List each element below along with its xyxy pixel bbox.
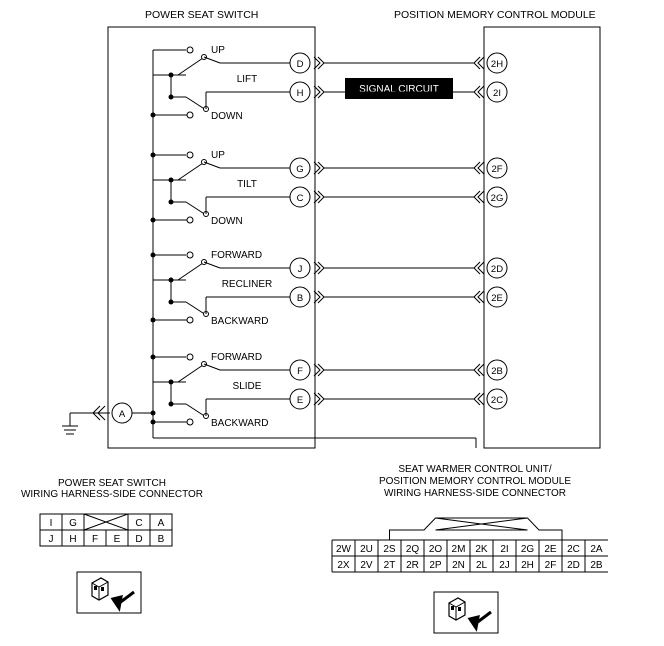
- module-conn-cell: 2I: [500, 544, 508, 555]
- module-conn-cell: 2K: [475, 544, 488, 555]
- module-conn-cell: 2G: [521, 544, 535, 555]
- module-pin-2h: 2H: [491, 59, 503, 70]
- switch-title: POWER SEAT SWITCH: [145, 9, 258, 21]
- switch-connector: POWER SEAT SWITCH WIRING HARNESS-SIDE CO…: [21, 478, 203, 547]
- module-connector-title-2: POSITION MEMORY CONTROL MODULE: [379, 476, 571, 487]
- switch-conn-cell: B: [158, 534, 165, 545]
- switch-pin-d: D: [297, 59, 304, 70]
- module-conn-cell: 2F: [545, 560, 557, 571]
- switch-group-slide: FORWARD BACKWARD SLIDE F 2B E 2C: [150, 352, 508, 429]
- switch-group-name-3: SLIDE: [233, 381, 262, 392]
- switch-conn-cell: A: [158, 518, 165, 529]
- module-conn-cell: 2S: [383, 544, 396, 555]
- module-pin-2f: 2F: [491, 164, 502, 175]
- switch-upper-label-2: FORWARD: [211, 250, 262, 261]
- module-conn-cell: 2H: [521, 560, 534, 571]
- module-connector-view-icon: [433, 591, 499, 634]
- module-conn-cell: 2M: [452, 544, 466, 555]
- switch-lower-label-1: DOWN: [211, 216, 243, 227]
- module-pin-2e: 2E: [491, 293, 503, 304]
- signal-label-box: [345, 78, 453, 99]
- switch-conn-cell: I: [50, 518, 53, 529]
- switch-conn-cell: J: [49, 534, 54, 545]
- module-connector: SEAT WARMER CONTROL UNIT/ POSITION MEMOR…: [331, 464, 608, 573]
- module-conn-cell: 2D: [567, 560, 580, 571]
- switch-upper-label-1: UP: [211, 150, 225, 161]
- switch-lower-label-3: BACKWARD: [211, 418, 268, 429]
- switch-upper-label-0: UP: [211, 45, 225, 56]
- switch-group-name-2: RECLINER: [222, 279, 273, 290]
- module-conn-cell: 2P: [429, 560, 442, 571]
- module-conn-cell: 2B: [590, 560, 603, 571]
- module-conn-cell: 2V: [360, 560, 373, 571]
- module-conn-cell: 2E: [544, 544, 557, 555]
- module-conn-cell: 2O: [429, 544, 443, 555]
- module-conn-cell: 2Q: [406, 544, 420, 555]
- module-conn-cell: 2W: [336, 544, 352, 555]
- module-box: [483, 26, 601, 449]
- module-conn-cell: 2R: [406, 560, 419, 571]
- switch-conn-cell: F: [92, 534, 98, 545]
- switch-pin-h: H: [297, 88, 304, 99]
- switch-conn-cell: H: [69, 534, 76, 545]
- switch-connector-view-icon: [76, 571, 142, 614]
- switch-conn-cell: G: [69, 518, 77, 529]
- switch-pin-f: F: [297, 366, 303, 377]
- switch-conn-cell: E: [114, 534, 121, 545]
- switch-group-name-1: TILT: [237, 179, 257, 190]
- module-conn-cell: 2U: [360, 544, 373, 555]
- switch-pin-b: B: [297, 293, 303, 304]
- module-pin-2g: 2G: [491, 193, 504, 204]
- switch-pin-j: J: [298, 264, 303, 275]
- switch-group-name-0: LIFT: [237, 74, 258, 85]
- switch-pin-e: E: [297, 395, 303, 406]
- module-conn-cell: 2J: [499, 560, 510, 571]
- switch-group-lift: UP DOWN LIFT D 2H H 2I: [150, 45, 508, 122]
- switch-box: [107, 26, 316, 449]
- switch-lower-label-0: DOWN: [211, 111, 243, 122]
- switch-lower-label-2: BACKWARD: [211, 316, 268, 327]
- module-conn-cell: 2X: [337, 560, 350, 571]
- module-conn-cell: 2A: [590, 544, 603, 555]
- switch-group-tilt: UP DOWN TILT G 2F C 2G: [150, 150, 508, 227]
- module-connector-title-1: SEAT WARMER CONTROL UNIT/: [398, 464, 552, 475]
- module-conn-cell: 2T: [384, 560, 396, 571]
- switch-pin-c: C: [297, 193, 304, 204]
- switch-group-recliner: FORWARD BACKWARD RECLINER J 2D B 2E: [150, 250, 508, 327]
- terminal-a-label: A: [119, 409, 126, 420]
- module-pin-2i: 2I: [493, 88, 501, 99]
- signal-label: SIGNAL CIRCUIT: [359, 84, 439, 95]
- module-conn-cell: 2L: [476, 560, 488, 571]
- module-conn-cell: 2C: [567, 544, 580, 555]
- module-pin-2d: 2D: [491, 264, 503, 275]
- module-connector-title-3: WIRING HARNESS-SIDE CONNECTOR: [384, 488, 566, 499]
- switch-conn-cell: D: [135, 534, 142, 545]
- switch-conn-cell: C: [135, 518, 142, 529]
- module-title: POSITION MEMORY CONTROL MODULE: [394, 9, 596, 21]
- switch-connector-title-2: WIRING HARNESS-SIDE CONNECTOR: [21, 489, 203, 500]
- module-pin-2c: 2C: [491, 395, 503, 406]
- switch-pin-g: G: [296, 164, 303, 175]
- switch-connector-title-1: POWER SEAT SWITCH: [58, 478, 166, 489]
- module-pin-2b: 2B: [491, 366, 503, 377]
- switch-upper-label-3: FORWARD: [211, 352, 262, 363]
- module-conn-cell: 2N: [452, 560, 465, 571]
